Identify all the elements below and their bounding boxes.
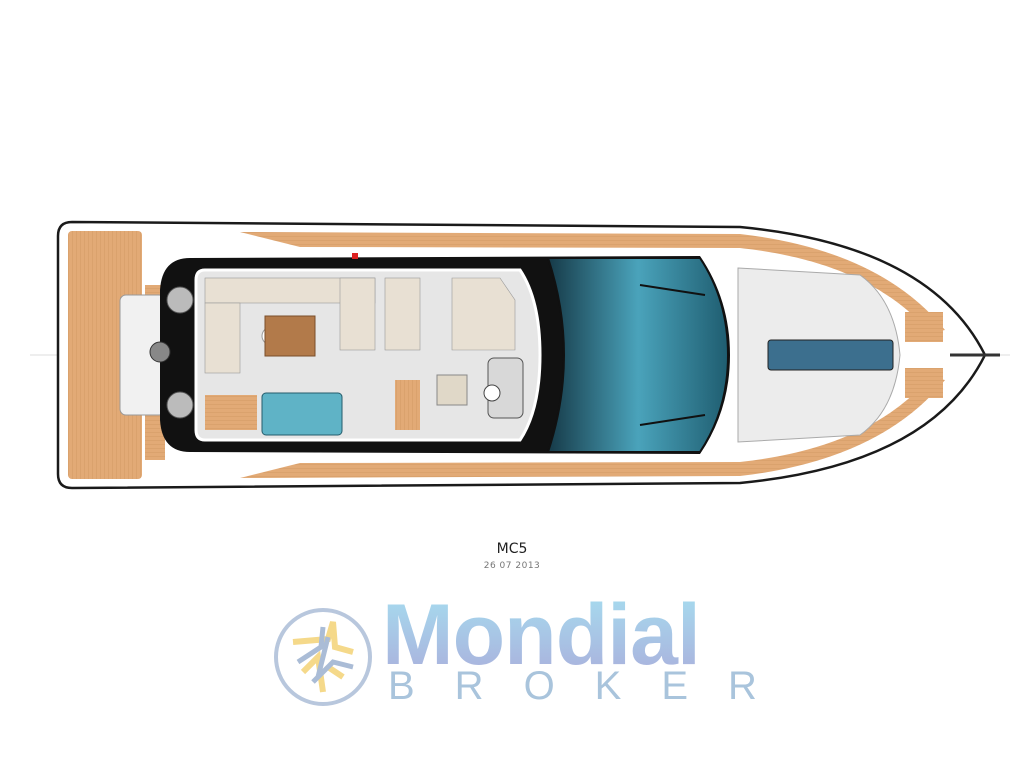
nav-light xyxy=(352,253,358,259)
side-deck-top xyxy=(240,232,945,333)
grill xyxy=(149,341,171,363)
saloon-table xyxy=(264,315,316,357)
logo-emblem-icon xyxy=(274,608,372,706)
wiper-top xyxy=(639,284,706,296)
logo-subtitle-text: BROKER xyxy=(388,664,797,708)
helm-step xyxy=(395,380,420,430)
cockpit-step-bottom xyxy=(145,410,165,460)
drawing-date: 26 07 2013 xyxy=(483,561,541,571)
bow-teak-bottom xyxy=(905,368,943,398)
winch-bottom xyxy=(166,391,194,419)
winch-top xyxy=(166,286,194,314)
side-deck-bottom xyxy=(240,377,945,478)
helm-seat xyxy=(436,374,468,406)
logo-brand-text: Mondial xyxy=(382,587,701,683)
model-name: MC5 xyxy=(496,541,528,557)
wiper-bottom xyxy=(639,414,706,426)
bow-teak-top xyxy=(905,312,943,342)
boat-deck-plan xyxy=(30,220,1010,490)
swim-platform xyxy=(68,231,142,479)
companionway-stairs xyxy=(261,392,343,436)
aft-step-teak xyxy=(205,395,257,430)
saloon-sofa xyxy=(204,277,516,374)
deck-hatch xyxy=(767,339,894,371)
windshield xyxy=(546,257,730,453)
steering-wheel xyxy=(483,384,501,402)
